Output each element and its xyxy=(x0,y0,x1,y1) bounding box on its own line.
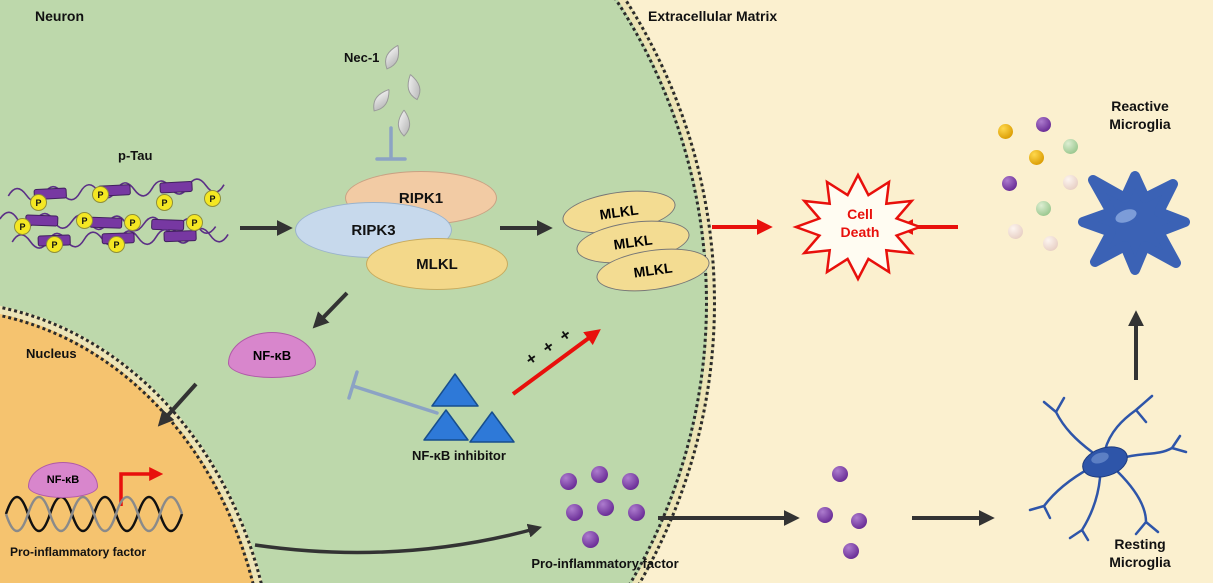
complex-to-nfkb-arrow xyxy=(312,291,349,329)
nec1-label: Nec-1 xyxy=(344,50,380,65)
nucleus-nfkb-protein: NF-κB xyxy=(28,462,98,498)
cell-death-label: Cell Death xyxy=(840,206,880,240)
signal-dot xyxy=(1002,176,1017,191)
signal-dot xyxy=(1043,236,1058,251)
mlkl-protein: MLKL xyxy=(366,238,508,290)
phospho-badge: P xyxy=(186,214,203,231)
cytokine-dot xyxy=(566,504,583,521)
phospho-badge: P xyxy=(92,186,109,203)
phospho-badge: P xyxy=(108,236,125,253)
nucleus-cytokine-label: Pro-inflammatory factor xyxy=(10,545,147,559)
ripk3-label: RIPK3 xyxy=(351,221,396,239)
signal-dot xyxy=(998,124,1013,139)
cytokine-dot xyxy=(851,513,867,529)
nucleus-label: Nucleus xyxy=(26,346,77,361)
reactive-microglia-label: Reactive Microglia xyxy=(1109,98,1171,132)
signal-dot xyxy=(1063,175,1078,190)
cytokine-dot xyxy=(843,543,859,559)
nfkb-inhibitor-label: NF-κB inhibitor xyxy=(412,448,506,463)
neuron-label: Neuron xyxy=(35,8,84,24)
nec1-inhibition-bar xyxy=(375,126,407,161)
signal-dot xyxy=(1029,150,1044,165)
nfkb-protein: NF-κB xyxy=(228,332,316,378)
nfkb-inhibition-bar xyxy=(347,370,439,415)
sensitization-arrow xyxy=(511,329,601,396)
nucleus-nfkb-label: NF-κB xyxy=(46,474,80,486)
signal-dot xyxy=(1036,117,1051,132)
cytokine-dot xyxy=(591,466,608,483)
nucleus-to-cytokine-arrow xyxy=(254,523,543,555)
nec1-droplets xyxy=(373,44,421,137)
cytokine-dot xyxy=(817,507,833,523)
phospho-badge: P xyxy=(30,194,47,211)
cell-death-burst xyxy=(792,172,924,282)
phospho-badge: P xyxy=(204,190,221,207)
transcription-arrow xyxy=(119,467,164,506)
phospho-badge: P xyxy=(14,218,31,235)
nfkb-inhibitor-triangles xyxy=(423,373,515,443)
reactive-microglia-cell xyxy=(1078,171,1190,275)
cytokine-dot xyxy=(597,499,614,516)
phospho-badge: P xyxy=(156,194,173,211)
phospho-badge: P xyxy=(46,236,63,253)
p-tau-fibril xyxy=(0,211,217,235)
cytokine-dot xyxy=(832,466,848,482)
nfkb-label: NF-κB xyxy=(252,347,292,363)
cytokine-dot xyxy=(582,531,599,548)
cytokine-label: Pro-inflammatory factor xyxy=(531,556,679,571)
cytokine-dot xyxy=(560,473,577,490)
dna-helix xyxy=(4,495,184,533)
cytokine-dot xyxy=(622,473,639,490)
ripk1-label: RIPK1 xyxy=(398,189,444,207)
p-tau-label: p-Tau xyxy=(118,148,153,163)
signal-dot xyxy=(1008,224,1023,239)
phospho-badge: P xyxy=(76,212,93,229)
nfkb-to-nucleus-arrow xyxy=(157,382,198,427)
phospho-badge: P xyxy=(124,214,141,231)
mlkl-label: MLKL xyxy=(416,255,458,273)
cytokine-dot xyxy=(628,504,645,521)
resting-microglia-cell xyxy=(1028,394,1188,542)
resting-microglia-label: Resting Microglia xyxy=(1109,536,1171,570)
signal-dot xyxy=(1036,201,1051,216)
extracellular-matrix-label: Extracellular Matrix xyxy=(648,8,778,24)
signal-dot xyxy=(1063,139,1078,154)
